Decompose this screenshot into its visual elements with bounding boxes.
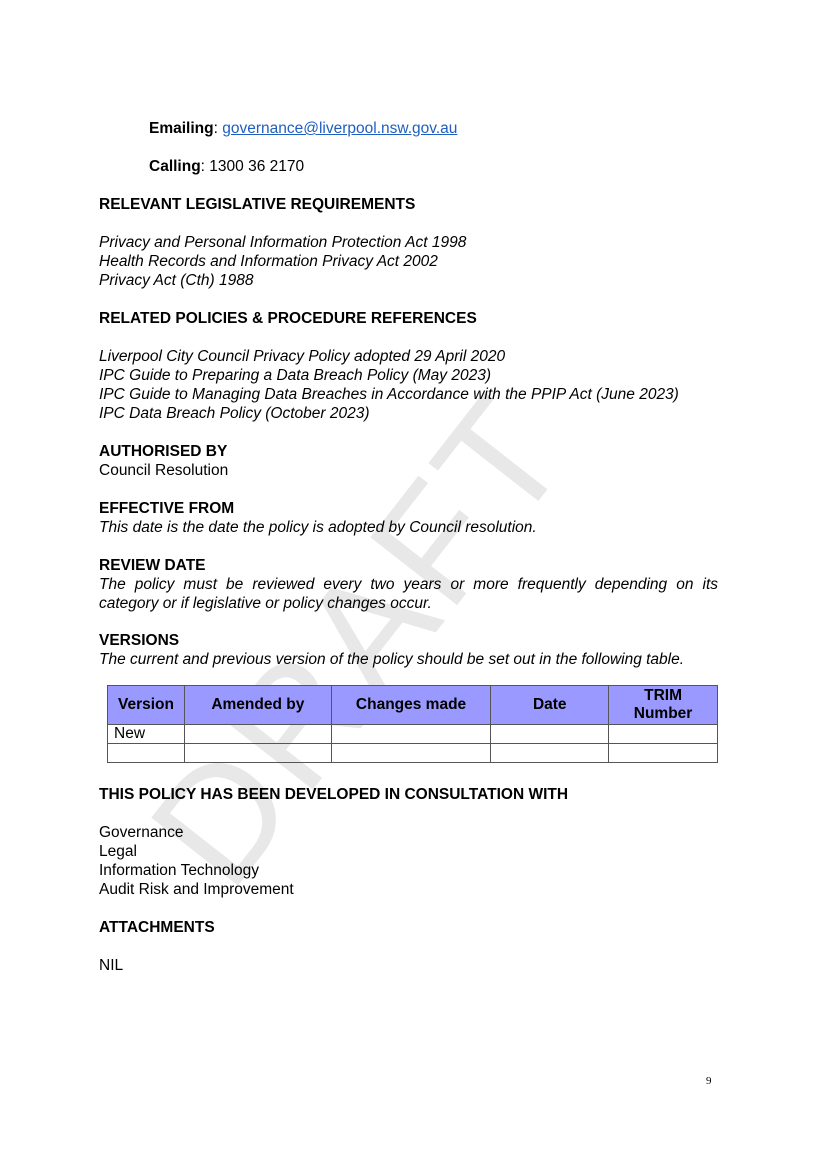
legislation-item: Privacy and Personal Information Protect…	[99, 234, 467, 251]
versions-table: Version Amended by Changes made Date TRI…	[107, 685, 718, 763]
versions-text: The current and previous version of the …	[99, 651, 685, 668]
effective-heading: EFFECTIVE FROM	[99, 500, 235, 517]
table-row: New	[107, 724, 718, 744]
email-label: Emailing	[149, 120, 214, 137]
table-cell	[330, 724, 492, 744]
column-header: TRIM Number	[608, 685, 718, 725]
legislation-heading: RELEVANT LEGISLATIVE REQUIREMENTS	[99, 196, 416, 213]
table-cell	[183, 743, 332, 763]
table-cell	[608, 724, 718, 744]
table-row	[107, 743, 718, 763]
page-number: 9	[706, 1075, 712, 1087]
related-item: Liverpool City Council Privacy Policy ad…	[99, 348, 506, 365]
authorised-text: Council Resolution	[99, 462, 229, 479]
table-cell	[183, 724, 332, 744]
review-text: The policy must be reviewed every two ye…	[99, 576, 718, 612]
call-line: Calling: 1300 36 2170	[149, 157, 304, 176]
table-cell	[107, 743, 185, 763]
related-item: IPC Guide to Preparing a Data Breach Pol…	[99, 367, 491, 384]
consultation-heading: THIS POLICY HAS BEEN DEVELOPED IN CONSUL…	[99, 786, 569, 803]
column-header: Changes made	[330, 685, 492, 725]
consultation-item: Legal	[99, 843, 137, 860]
legislation-item: Health Records and Information Privacy A…	[99, 253, 438, 270]
attachments-heading: ATTACHMENTS	[99, 919, 215, 936]
column-header: Date	[490, 685, 610, 725]
table-cell	[490, 743, 610, 763]
email-link[interactable]: governance@liverpool.nsw.gov.au	[222, 120, 458, 137]
consultation-item: Audit Risk and Improvement	[99, 881, 294, 898]
email-separator: :	[213, 120, 223, 137]
column-header: Version	[107, 685, 185, 725]
email-line: Emailing: governance@liverpool.nsw.gov.a…	[149, 119, 457, 138]
table-cell	[330, 743, 492, 763]
related-item: IPC Data Breach Policy (October 2023)	[99, 405, 370, 422]
versions-heading: VERSIONS	[99, 632, 180, 649]
consultation-item: Information Technology	[99, 862, 259, 879]
related-heading: RELATED POLICIES & PROCEDURE REFERENCES	[99, 310, 477, 327]
effective-text: This date is the date the policy is adop…	[99, 519, 537, 536]
authorised-heading: AUTHORISED BY	[99, 443, 228, 460]
call-value: 1300 36 2170	[209, 158, 305, 175]
consultation-item: Governance	[99, 824, 184, 841]
table-header-row: Version Amended by Changes made Date TRI…	[107, 685, 718, 725]
legislation-item: Privacy Act (Cth) 1988	[99, 272, 254, 289]
review-heading: REVIEW DATE	[99, 557, 206, 574]
table-cell: New	[107, 724, 185, 744]
call-label: Calling	[149, 158, 201, 175]
related-item: IPC Guide to Managing Data Breaches in A…	[99, 386, 679, 403]
table-cell	[608, 743, 718, 763]
call-separator: :	[200, 158, 210, 175]
table-cell	[490, 724, 610, 744]
attachments-text: NIL	[99, 957, 124, 974]
column-header: Amended by	[183, 685, 332, 725]
